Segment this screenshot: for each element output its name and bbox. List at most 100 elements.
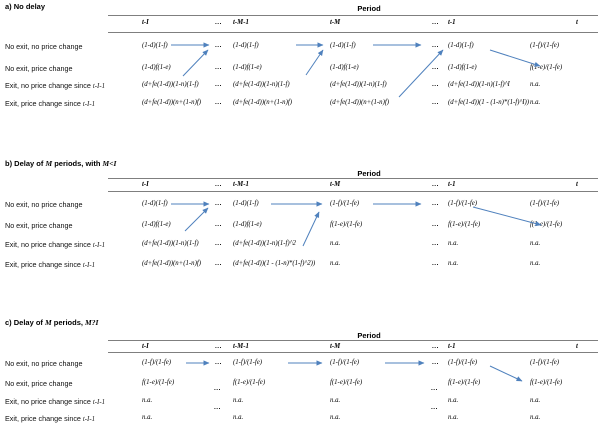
- table-row: No exit, price change f(1-e)/(1-fe) f(1-…: [0, 379, 600, 388]
- prob-cell: n.a.: [448, 397, 459, 404]
- ellipsis-cell: ...: [215, 81, 222, 88]
- row-label: No exit, price change: [5, 64, 73, 73]
- prob-cell: n.a.: [530, 397, 541, 404]
- ellipsis-cell: ...: [432, 359, 439, 366]
- row-label-var: t-I-1: [82, 416, 95, 423]
- ellipsis-cell: ...: [432, 42, 439, 49]
- col-header-ellipsis: ...: [432, 19, 439, 26]
- row-label: Exit, no price change since: [5, 397, 93, 406]
- table-row: Exit, no price change since t-I-1 n.a. n…: [0, 397, 600, 406]
- prob-cell: (1-f)/(1-fe): [142, 359, 172, 366]
- row-label-var: t-I-1: [92, 83, 105, 90]
- prob-cell: (d+fe(1-d))(n+(1-n)f): [142, 99, 201, 106]
- panel-c-title: c) Delay of M periods, M?I: [5, 318, 98, 327]
- prob-cell: (d+fe(1-d))(n+(1-n)f): [330, 99, 389, 106]
- col-header-ellipsis: ...: [215, 181, 222, 188]
- table-row: Exit, price change since t-I-1 n.a. n.a.…: [0, 414, 600, 423]
- prob-cell: n.a.: [448, 260, 459, 267]
- panel-a-period-header: Period: [357, 4, 381, 13]
- ellipsis-cell: ...: [215, 200, 222, 207]
- prob-cell: (1-d)f(1-e): [142, 221, 171, 228]
- col-header: t: [576, 343, 578, 350]
- panel-b-period-header: Period: [357, 169, 381, 178]
- col-header-ellipsis: ...: [215, 343, 222, 350]
- vertical-ellipsis: ...: [214, 385, 221, 392]
- row-label: No exit, price change: [5, 379, 73, 388]
- col-header-ellipsis: ...: [215, 19, 222, 26]
- row-label: Exit, price change since: [5, 414, 83, 423]
- prob-cell: (d+fe(1-d))(1-n)(1-f)^I: [448, 81, 510, 88]
- panel-b-title-var: M: [45, 159, 53, 168]
- prob-cell: (1-d)(1-f): [330, 42, 356, 49]
- row-label: No exit, no price change: [5, 42, 83, 51]
- ellipsis-cell: ...: [215, 359, 222, 366]
- prob-cell: f(1-e)/(1-fe): [448, 221, 481, 228]
- col-header: t-1: [448, 343, 456, 350]
- col-header: t-I: [142, 343, 149, 350]
- prob-cell: n.a.: [330, 260, 341, 267]
- panel-a-title: a) No delay: [5, 2, 45, 11]
- prob-cell: n.a.: [330, 414, 341, 421]
- prob-cell: n.a.: [448, 414, 459, 421]
- row-label: No exit, price change: [5, 221, 73, 230]
- prob-cell: f(1-e)/(1-fe): [530, 64, 563, 71]
- panel-c-rule-top: [108, 340, 598, 341]
- col-header: t: [576, 19, 578, 26]
- panel-a-title-text: a) No delay: [5, 2, 46, 11]
- table-row: No exit, price change (1-d)f(1-e) ... (1…: [0, 221, 600, 230]
- panel-a-header-row: t-I ... t-M-1 t-M ... t-1 t: [0, 19, 600, 27]
- panel-c-period-header: Period: [357, 331, 381, 340]
- prob-cell: (d+fe(1-d))(1-n)(1-f): [233, 81, 290, 88]
- prob-cell: n.a.: [530, 260, 541, 267]
- prob-cell: n.a.: [142, 414, 153, 421]
- prob-cell: (1-d)(1-f): [142, 200, 168, 207]
- prob-cell: f(1-e)/(1-fe): [530, 221, 563, 228]
- table-row: Exit, price change since t-I-1 (d+fe(1-d…: [0, 260, 600, 269]
- panel-a-rule-header: [108, 32, 598, 33]
- prob-cell: n.a.: [233, 414, 244, 421]
- prob-cell: (1-f)/(1-fe): [330, 359, 360, 366]
- prob-cell: n.a.: [530, 414, 541, 421]
- prob-cell: (1-d)(1-f): [142, 42, 168, 49]
- prob-cell: (d+fe(1-d))(1 - (1-n)*(1-f)^2)): [233, 260, 316, 267]
- row-label: Exit, no price change since: [5, 81, 93, 90]
- row-label-var: t-I-1: [92, 399, 105, 406]
- col-header: t-M-1: [233, 19, 249, 26]
- prob-cell: (1-d)(1-f): [233, 42, 259, 49]
- col-header: t-M-1: [233, 181, 249, 188]
- panel-c-header-row: t-I ... t-M-1 t-M ... t-1 t: [0, 343, 600, 351]
- vertical-ellipsis: ...: [431, 385, 438, 392]
- prob-cell: (d+fe(1-d))(1-n)(1-f): [142, 81, 199, 88]
- prob-cell: (1-d)(1-f): [233, 200, 259, 207]
- col-header: t-M-1: [233, 343, 249, 350]
- prob-cell: (1-f)/(1-fe): [448, 359, 478, 366]
- prob-cell: (d+fe(1-d))(n+(1-n)f): [233, 99, 292, 106]
- panel-b-header-row: t-I ... t-M-1 t-M ... t-1 t: [0, 181, 600, 189]
- col-header: t-1: [448, 19, 456, 26]
- panel-c-rule-header: [108, 352, 598, 353]
- col-header: t: [576, 181, 578, 188]
- ellipsis-cell: ...: [432, 221, 439, 228]
- col-header: t-M: [330, 19, 341, 26]
- ellipsis-cell: ...: [432, 81, 439, 88]
- table-row: Exit, price change since t-I-1 (d+fe(1-d…: [0, 99, 600, 108]
- prob-cell: f(1-e)/(1-fe): [530, 379, 563, 386]
- prob-cell: (1-d)f(1-e): [233, 221, 262, 228]
- prob-cell: (1-f)/(1-fe): [330, 200, 360, 207]
- panel-a-rule-top: [108, 15, 598, 16]
- table-row: Exit, no price change since t-I-1 (d+fe(…: [0, 240, 600, 249]
- col-header: t-I: [142, 181, 149, 188]
- prob-cell: n.a.: [448, 240, 459, 247]
- panel-b-title-text: periods, with: [52, 159, 103, 168]
- ellipsis-cell: ...: [215, 99, 222, 106]
- ellipsis-cell: ...: [432, 260, 439, 267]
- ellipsis-cell: ...: [215, 221, 222, 228]
- ellipsis-cell: ...: [215, 260, 222, 267]
- ellipsis-cell: ...: [432, 99, 439, 106]
- prob-cell: n.a.: [330, 397, 341, 404]
- ellipsis-cell: ...: [432, 64, 439, 71]
- row-label: No exit, no price change: [5, 359, 83, 368]
- table-row: No exit, no price change (1-d)(1-f) ... …: [0, 200, 600, 209]
- prob-cell: (1-f)/(1-fe): [448, 200, 478, 207]
- prob-cell: f(1-e)/(1-fe): [330, 379, 363, 386]
